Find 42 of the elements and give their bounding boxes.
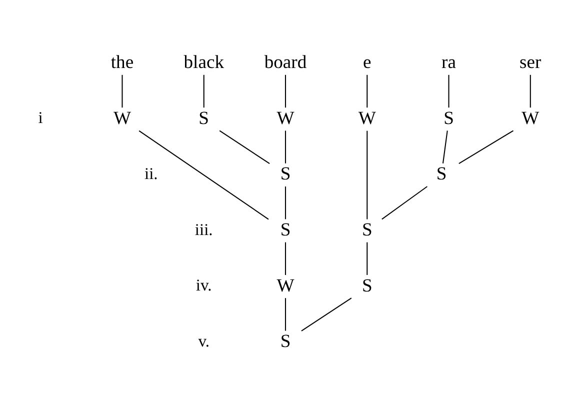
node-text: black: [184, 52, 224, 73]
node-text: S: [436, 163, 447, 184]
label: i: [38, 108, 43, 127]
node-text: W: [276, 274, 294, 296]
node-text: W: [113, 107, 132, 128]
connector: [382, 186, 428, 220]
node-text: W: [276, 107, 294, 128]
connector: [284, 242, 286, 274]
connector: [219, 130, 270, 164]
connector: [138, 130, 269, 220]
connector: [458, 130, 514, 164]
connector: [284, 74, 286, 108]
node-text: S: [198, 107, 210, 128]
label: ii.: [144, 164, 158, 183]
label: v.: [198, 330, 210, 350]
node-text: ser: [520, 52, 542, 73]
connector: [448, 74, 450, 108]
connector: [366, 242, 368, 274]
connector: [284, 130, 286, 163]
label: iv.: [196, 275, 212, 294]
connector: [122, 74, 123, 108]
connector: [284, 186, 286, 219]
connector: [366, 130, 368, 219]
node-text: S: [362, 274, 372, 296]
node-text: board: [264, 52, 307, 73]
node-text: W: [358, 107, 376, 128]
connector: [530, 74, 531, 108]
connector: [442, 130, 448, 163]
node-text: e: [363, 52, 372, 73]
connector: [301, 297, 352, 331]
label: iii.: [194, 219, 213, 238]
connector: [366, 74, 368, 108]
node-text: S: [444, 107, 454, 128]
connector: [284, 298, 286, 330]
connector: [203, 74, 204, 108]
node-text: S: [362, 218, 372, 240]
node-text: S: [280, 218, 291, 240]
node-text: S: [280, 330, 291, 352]
node-text: S: [280, 163, 291, 184]
node-text: ra: [442, 52, 456, 73]
node-text: the: [110, 52, 134, 73]
node-text: W: [522, 107, 540, 128]
